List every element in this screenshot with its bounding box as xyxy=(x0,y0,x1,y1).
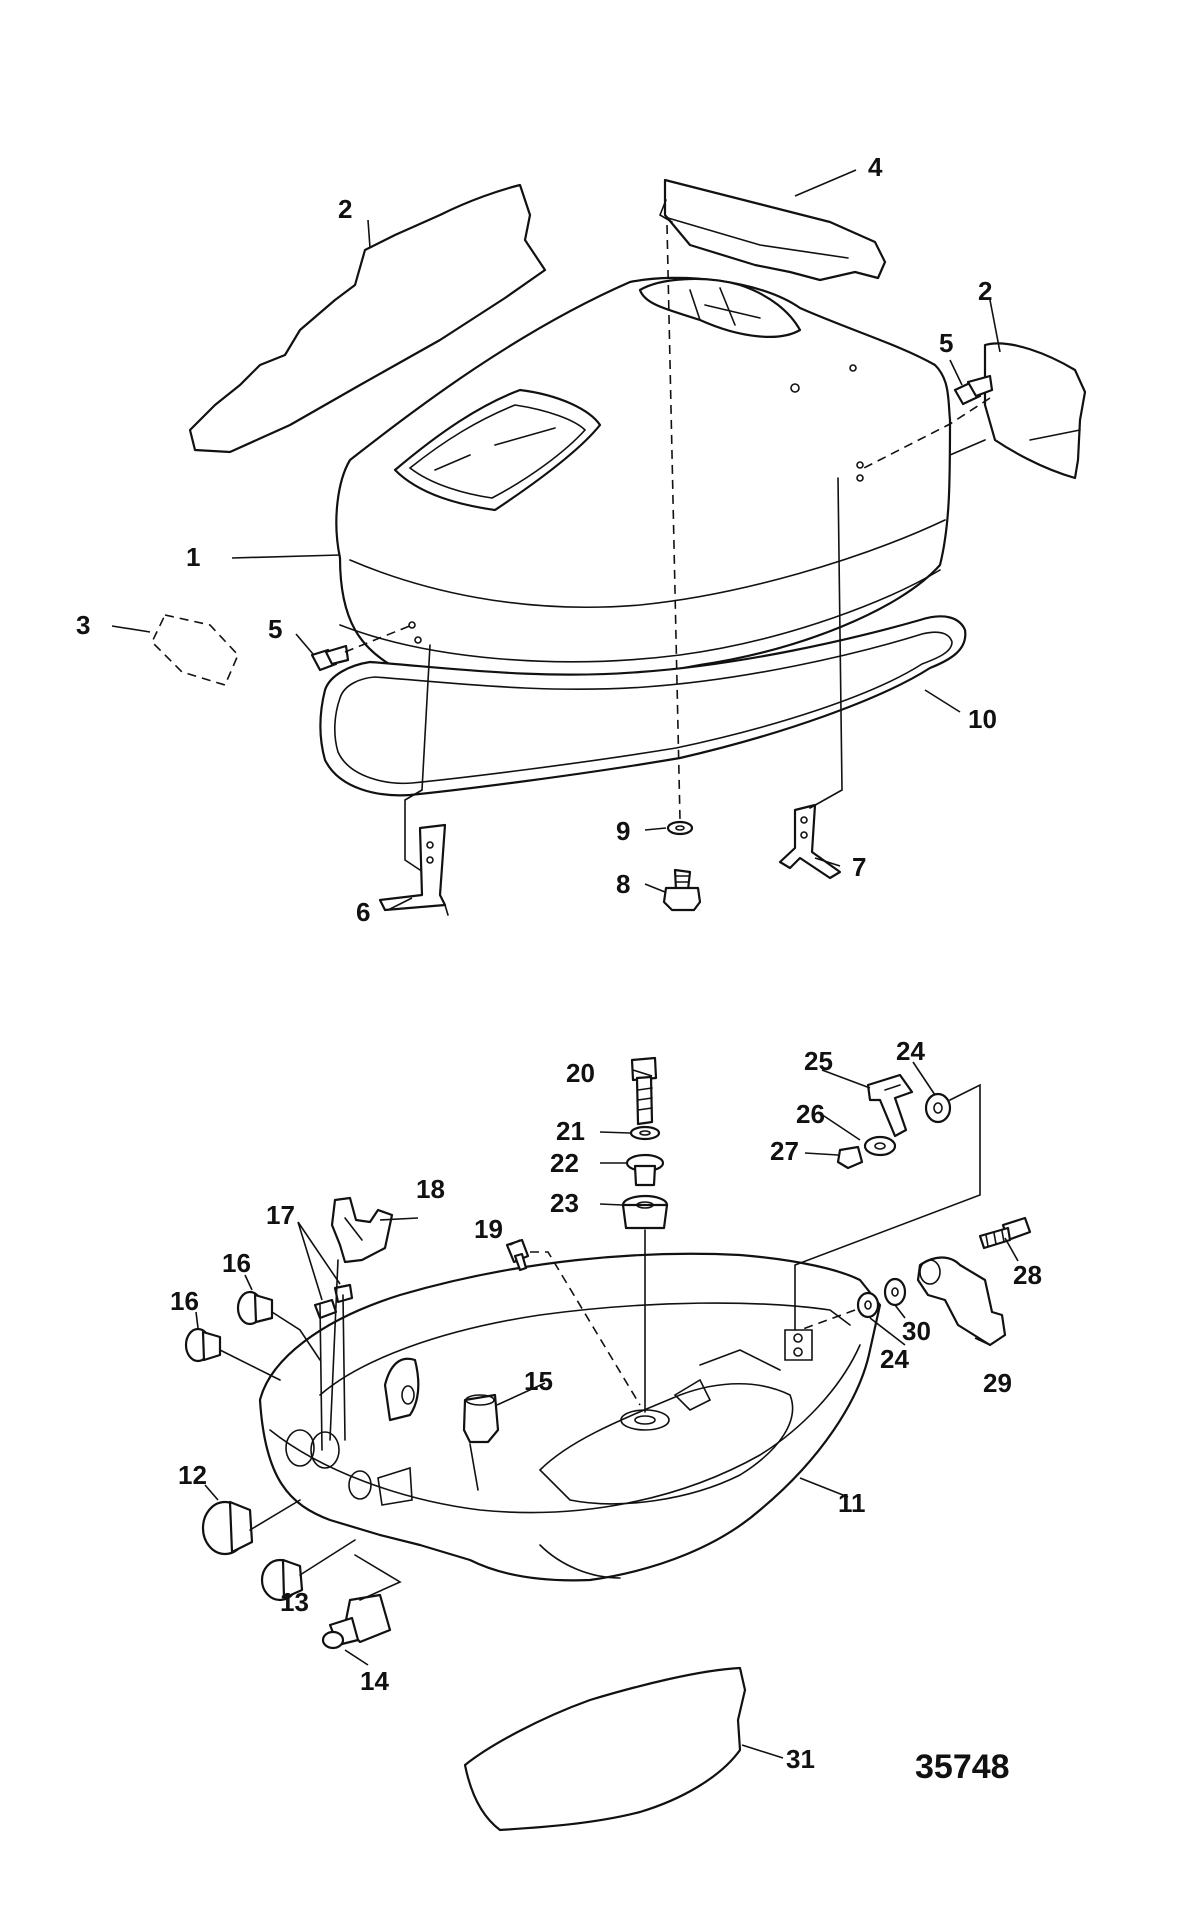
bracket-part-18 xyxy=(330,1196,394,1264)
callout-16-lower: 16 xyxy=(170,1286,199,1316)
callout-31: 31 xyxy=(786,1744,815,1774)
clip-part-25 xyxy=(866,1073,914,1138)
callout-24-upper: 24 xyxy=(896,1036,925,1066)
callout-18: 18 xyxy=(416,1174,445,1204)
callout-8: 8 xyxy=(616,869,630,899)
callout-26: 26 xyxy=(796,1099,825,1129)
washer-part-24-upper xyxy=(924,1092,952,1124)
callout-9: 9 xyxy=(616,816,630,846)
callout-27: 27 xyxy=(770,1136,799,1166)
callout-17: 17 xyxy=(266,1200,295,1230)
figure-number: 35748 xyxy=(915,1748,1010,1786)
callout-23: 23 xyxy=(550,1188,579,1218)
callout-7: 7 xyxy=(852,852,866,882)
callout-11: 11 xyxy=(838,1488,866,1518)
washer-part-9 xyxy=(666,820,694,836)
washer-part-30 xyxy=(883,1277,907,1307)
callout-13: 13 xyxy=(280,1587,309,1617)
callout-12: 12 xyxy=(178,1460,207,1490)
callout-24-lower: 24 xyxy=(880,1344,909,1374)
callout-10: 10 xyxy=(968,704,997,734)
fastener-part-5-right xyxy=(953,374,994,406)
callout-2-left: 2 xyxy=(338,194,352,224)
pin-part-16-upper xyxy=(236,1290,274,1326)
callout-28: 28 xyxy=(1013,1260,1042,1290)
callout-6: 6 xyxy=(356,897,370,927)
callout-2-right: 2 xyxy=(978,276,992,306)
callout-5-right: 5 xyxy=(939,328,953,358)
callout-19: 19 xyxy=(474,1214,503,1244)
fastener-part-5-left xyxy=(310,644,350,672)
decal-left-part xyxy=(188,183,547,454)
cowl-seal-part xyxy=(319,615,967,797)
small-decal-part xyxy=(151,614,239,686)
sleeve-part-22 xyxy=(625,1153,665,1187)
grommet-part-23 xyxy=(621,1194,669,1230)
bracket-part-29 xyxy=(916,1256,1007,1347)
right-bracket-part xyxy=(778,803,842,880)
grommet-part-15 xyxy=(462,1393,500,1444)
callout-15: 15 xyxy=(524,1366,553,1396)
plug-part-13 xyxy=(260,1558,304,1602)
washer-part-21 xyxy=(629,1125,661,1141)
callout-20: 20 xyxy=(566,1058,595,1088)
washer-part-26 xyxy=(863,1135,897,1157)
bolt-part-28 xyxy=(978,1216,1032,1250)
washer-part-24-lower xyxy=(856,1291,880,1319)
top-access-cover-part xyxy=(663,178,887,282)
bottom-cowl-part xyxy=(258,1252,882,1582)
nut-part-27 xyxy=(836,1145,864,1170)
callout-4: 4 xyxy=(868,152,883,182)
callout-22: 22 xyxy=(550,1148,579,1178)
switch-part-14 xyxy=(321,1593,392,1650)
pin-part-16-lower xyxy=(184,1327,222,1363)
callout-30: 30 xyxy=(902,1316,931,1346)
callout-1: 1 xyxy=(186,542,200,572)
callout-16-upper: 16 xyxy=(222,1248,251,1278)
bolt-part-20 xyxy=(630,1056,658,1126)
plug-part-12 xyxy=(201,1500,254,1556)
callout-21: 21 xyxy=(556,1116,585,1146)
left-bracket-part xyxy=(378,823,447,912)
callout-25: 25 xyxy=(804,1046,833,1076)
pad-part-31 xyxy=(463,1666,747,1832)
decal-right-part xyxy=(983,342,1087,480)
screw-part-8 xyxy=(662,868,702,912)
callout-3: 3 xyxy=(76,610,90,640)
callout-5-left: 5 xyxy=(268,614,282,644)
callout-29: 29 xyxy=(983,1368,1012,1398)
callout-14: 14 xyxy=(360,1666,389,1696)
